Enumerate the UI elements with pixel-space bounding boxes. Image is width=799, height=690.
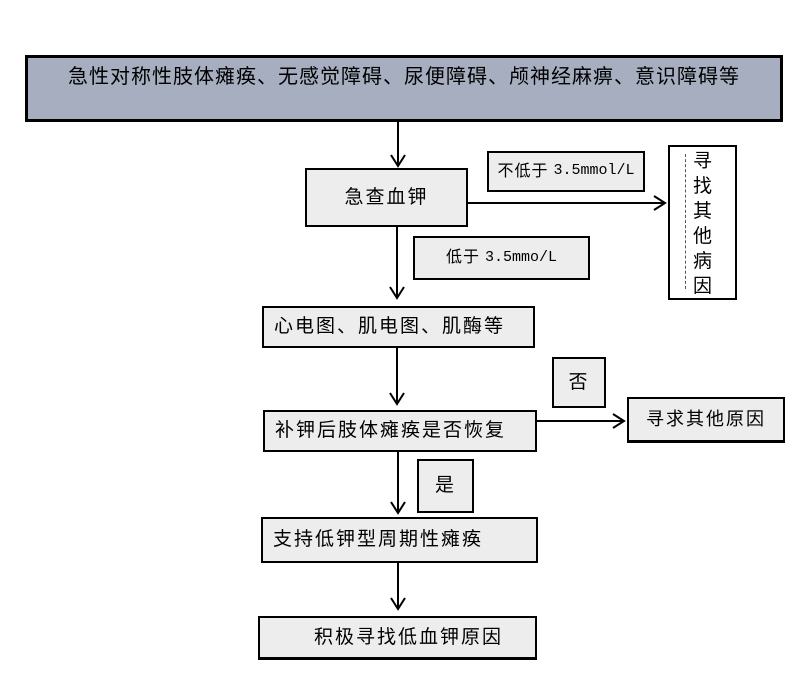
node-tests: 心电图、肌电图、肌酶等 [262, 306, 535, 348]
branch-not-low-value: 3.5mmol/L [553, 162, 635, 180]
branch-low-prefix: 低于 [445, 249, 480, 266]
arrow-symptoms-to-check [390, 122, 406, 168]
node-branch-low: 低于 3.5mmo/L [413, 236, 590, 280]
branch-low-value: 3.5mmo/L [485, 248, 558, 266]
node-seek-other-reason-label: 寻求其他原因 [646, 409, 766, 430]
branch-not-low-prefix: 不低于 [497, 162, 549, 180]
node-support-diagnosis-label: 支持低钾型周期性瘫痪 [273, 529, 484, 551]
node-symptoms: 急性对称性肢体瘫痪、无感觉障碍、尿便障碍、颅神经麻痹、意识障碍等 [25, 55, 783, 122]
arrow-tests-to-recovery [389, 348, 405, 406]
node-check-potassium: 急查血钾 [305, 168, 468, 227]
arrow-support-to-find-cause [390, 563, 406, 611]
node-no-label: 否 [552, 357, 606, 408]
node-find-hypokalemia-cause: 积极寻找低血钾原因 [258, 616, 537, 660]
node-branch-not-low: 不低于 3.5mmol/L [487, 151, 645, 192]
node-symptoms-label: 急性对称性肢体瘫痪、无感觉障碍、尿便障碍、颅神经麻痹、意识障碍等 [68, 66, 740, 88]
node-yes-label: 是 [417, 459, 474, 513]
no-label-text: 否 [568, 371, 590, 393]
arrow-recovery-to-other-reason [537, 413, 626, 429]
node-check-potassium-label: 急查血钾 [344, 186, 429, 208]
node-support-diagnosis: 支持低钾型周期性瘫痪 [261, 517, 538, 563]
dashed-guide-line [685, 154, 686, 289]
arrow-check-to-other-disease [468, 195, 667, 211]
node-tests-label: 心电图、肌电图、肌酶等 [274, 316, 506, 338]
arrow-recovery-to-support [390, 452, 406, 515]
node-recovery-question-label: 补钾后肢体瘫痪是否恢复 [275, 420, 507, 442]
node-find-other-disease-label: 寻找其他病因 [692, 151, 712, 297]
node-find-hypokalemia-cause-label: 积极寻找低血钾原因 [313, 626, 503, 648]
node-find-other-disease: 寻找其他病因 [668, 145, 737, 300]
arrow-check-to-tests [389, 227, 405, 300]
yes-label-text: 是 [434, 475, 456, 497]
node-recovery-question: 补钾后肢体瘫痪是否恢复 [263, 410, 537, 452]
node-seek-other-reason: 寻求其他原因 [627, 397, 785, 443]
